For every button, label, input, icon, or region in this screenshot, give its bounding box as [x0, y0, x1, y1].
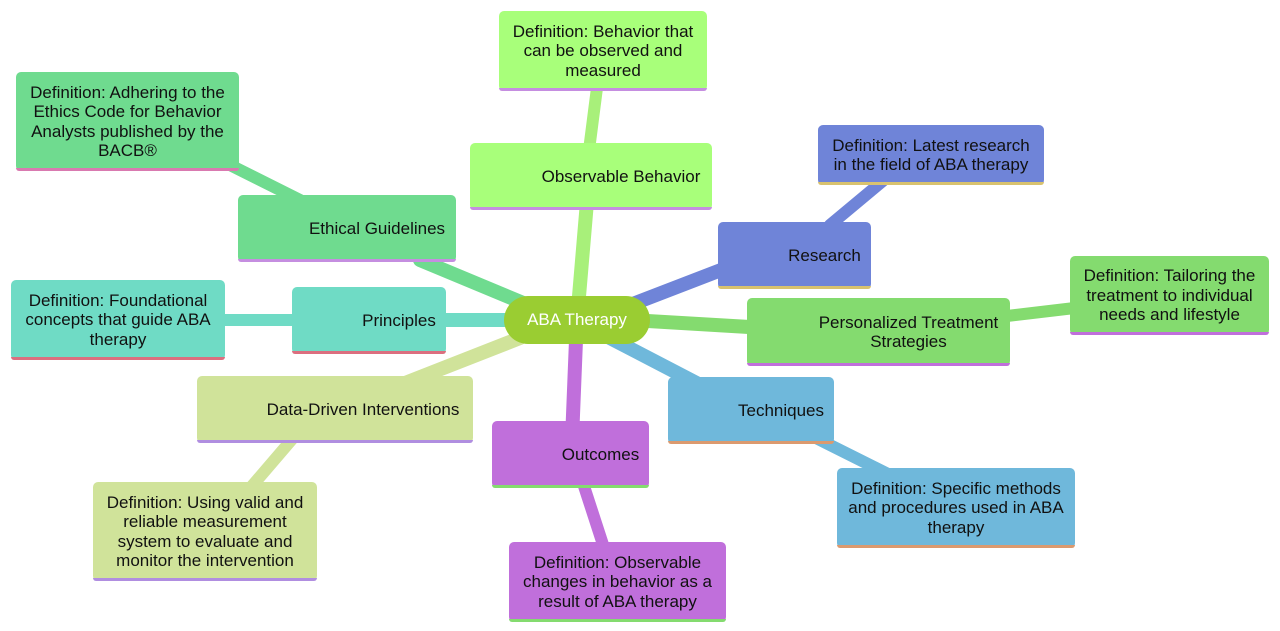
branch-label: Ethical Guidelines: [308, 218, 446, 238]
branch-observable-behavior[interactable]: Observable Behavior: [470, 143, 712, 210]
definition-principles[interactable]: Definition: Foundational concepts that g…: [11, 280, 225, 360]
branch-label: Techniques: [737, 400, 824, 420]
root-label: ABA Therapy: [527, 310, 627, 329]
branch-label: Principles: [362, 310, 436, 330]
branch-label: Personalized Treatment Strategies: [818, 312, 999, 352]
definition-text: Definition: Foundational concepts that g…: [25, 290, 211, 349]
branch-ethical-guidelines[interactable]: Ethical Guidelines: [238, 195, 456, 262]
branch-label: Observable Behavior: [541, 166, 701, 186]
definition-ethical-guidelines[interactable]: Definition: Adhering to the Ethics Code …: [16, 72, 239, 171]
definition-text: Definition: Observable changes in behavi…: [522, 552, 713, 611]
branch-label: Outcomes: [561, 444, 640, 464]
definition-data-driven-interventions[interactable]: Definition: Using valid and reliable mea…: [93, 482, 317, 581]
root-node-aba-therapy[interactable]: ABA Therapy: [504, 296, 650, 344]
branch-label: Research: [788, 245, 861, 265]
definition-observable-behavior[interactable]: Definition: Behavior that can be observe…: [499, 11, 707, 91]
branch-principles[interactable]: Principles: [292, 287, 446, 354]
definition-text: Definition: Specific methods and procedu…: [848, 478, 1064, 537]
definition-text: Definition: Adhering to the Ethics Code …: [30, 82, 225, 161]
definition-outcomes[interactable]: Definition: Observable changes in behavi…: [509, 542, 726, 622]
definition-text: Definition: Tailoring the treatment to i…: [1083, 266, 1256, 325]
definition-text: Definition: Latest research in the field…: [832, 135, 1030, 175]
branch-outcomes[interactable]: Outcomes: [492, 421, 649, 488]
definition-text: Definition: Using valid and reliable mea…: [106, 492, 304, 571]
definition-personalized-treatment-strategies[interactable]: Definition: Tailoring the treatment to i…: [1070, 256, 1269, 335]
definition-techniques[interactable]: Definition: Specific methods and procedu…: [837, 468, 1075, 548]
definition-research[interactable]: Definition: Latest research in the field…: [818, 125, 1044, 185]
branch-data-driven-interventions[interactable]: Data-Driven Interventions: [197, 376, 473, 443]
branch-research[interactable]: Research: [718, 222, 871, 289]
branch-personalized-treatment-strategies[interactable]: Personalized Treatment Strategies: [747, 298, 1010, 366]
definition-text: Definition: Behavior that can be observe…: [512, 21, 694, 80]
branch-techniques[interactable]: Techniques: [668, 377, 834, 444]
branch-label: Data-Driven Interventions: [266, 399, 460, 419]
